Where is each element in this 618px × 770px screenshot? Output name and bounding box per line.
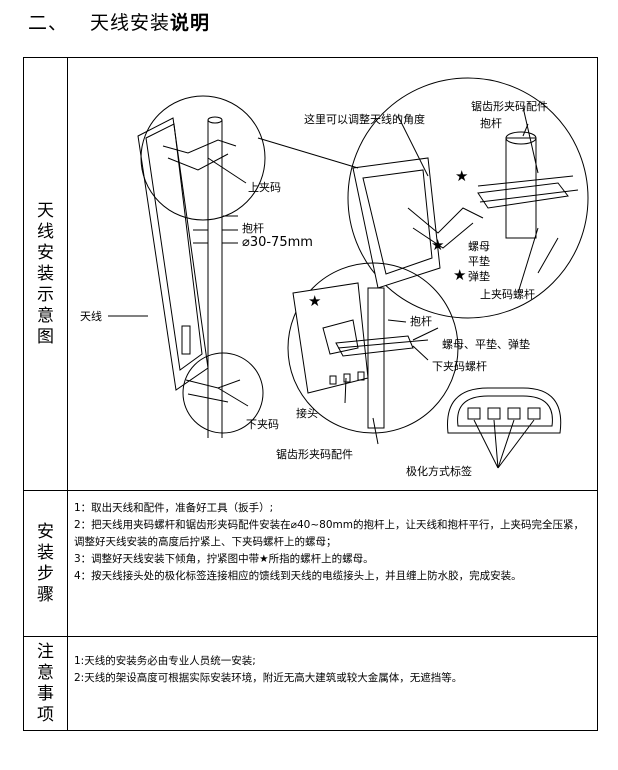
label-pole-diameter: ⌀30-75mm xyxy=(242,235,313,250)
svg-text:★: ★ xyxy=(455,167,468,185)
label-upper-clamp-bolt: 上夹码螺杆 xyxy=(480,288,535,301)
svg-text:★: ★ xyxy=(308,292,321,310)
step-3: 3：调整好天线安装下倾角，拧紧图中带★所指的螺杆上的螺母。 xyxy=(74,553,374,565)
notes-row-label-cell: 注意事项 xyxy=(23,636,68,731)
label-pole-top-detail: 抱杆 xyxy=(480,117,502,130)
diagram-row-label: 天线安装示意图 xyxy=(37,200,54,347)
label-polarization: 极化方式标签 xyxy=(406,465,472,478)
section-title-bold: 说明 xyxy=(170,12,211,34)
diagram-cell: ★ ★ ★ ★ 上夹码 抱杆 ⌀30-75mm 天线 下夹码 这里可以调整天线的… xyxy=(67,57,598,491)
label-serrated-clamp-top: 锯齿形夹码配件 xyxy=(471,100,548,113)
steps-row-label-cell: 安装步骤 xyxy=(23,490,68,637)
label-pole: 抱杆 xyxy=(242,222,264,235)
label-spring-washer: 弹垫 xyxy=(468,270,490,283)
diagram-row: 天线安装示意图 xyxy=(23,57,598,491)
label-lower-clamp-bolt: 下夹码螺杆 xyxy=(432,360,487,373)
notes-cell: 1:天线的安装务必由专业人员统一安装; 2:天线的架设高度可根据实际安装环境，附… xyxy=(67,636,598,731)
steps-row-label: 安装步骤 xyxy=(37,521,54,605)
step-1: 1：取出天线和配件，准备好工具（扳手）; xyxy=(74,502,274,514)
section-heading: 二、天线安装说明 xyxy=(28,8,210,35)
label-serrated-clamp-bottom: 锯齿形夹码配件 xyxy=(276,448,353,461)
label-flat-washer: 平垫 xyxy=(468,255,490,268)
note-1: 1:天线的安装务必由专业人员统一安装; xyxy=(74,655,256,667)
diagram-row-label-cell: 天线安装示意图 xyxy=(23,57,68,491)
label-upper-clamp: 上夹码 xyxy=(248,181,281,194)
steps-cell: 1：取出天线和配件，准备好工具（扳手）; 2：把天线用夹码螺杆和锯齿形夹码配件安… xyxy=(67,490,598,637)
step-4: 4：按天线接头处的极化标签连接相应的馈线到天线的电缆接头上，并且缠上防水胶，完成… xyxy=(74,570,522,582)
label-antenna: 天线 xyxy=(80,310,102,323)
notes-row-label: 注意事项 xyxy=(37,641,54,725)
section-number: 二、 xyxy=(28,12,69,34)
section-title: 天线安装 xyxy=(90,12,171,34)
label-nut-washers: 螺母、平垫、弹垫 xyxy=(442,338,530,351)
svg-text:★: ★ xyxy=(453,266,466,284)
label-nut: 螺母 xyxy=(468,240,490,253)
installation-diagram: ★ ★ ★ ★ xyxy=(108,77,589,469)
label-connector: 接头 xyxy=(296,407,318,420)
note-2: 2:天线的架设高度可根据实际安装环境，附近无高大建筑或较大金属体，无遮挡等。 xyxy=(74,672,463,684)
notes-row: 注意事项 1:天线的安装务必由专业人员统一安装; 2:天线的架设高度可根据实际安… xyxy=(23,636,598,731)
steps-row: 安装步骤 1：取出天线和配件，准备好工具（扳手）; 2：把天线用夹码螺杆和锯齿形… xyxy=(23,490,598,637)
installation-table: 天线安装示意图 xyxy=(23,57,598,731)
label-angle-adjust: 这里可以调整天线的角度 xyxy=(304,113,425,126)
svg-text:★: ★ xyxy=(431,236,444,254)
label-lower-clamp: 下夹码 xyxy=(246,418,279,431)
step-2: 2：把天线用夹码螺杆和锯齿形夹码配件安装在⌀40~80mm的抱杆上，让天线和抱杆… xyxy=(74,519,584,548)
label-pole-lower-detail: 抱杆 xyxy=(410,315,432,328)
